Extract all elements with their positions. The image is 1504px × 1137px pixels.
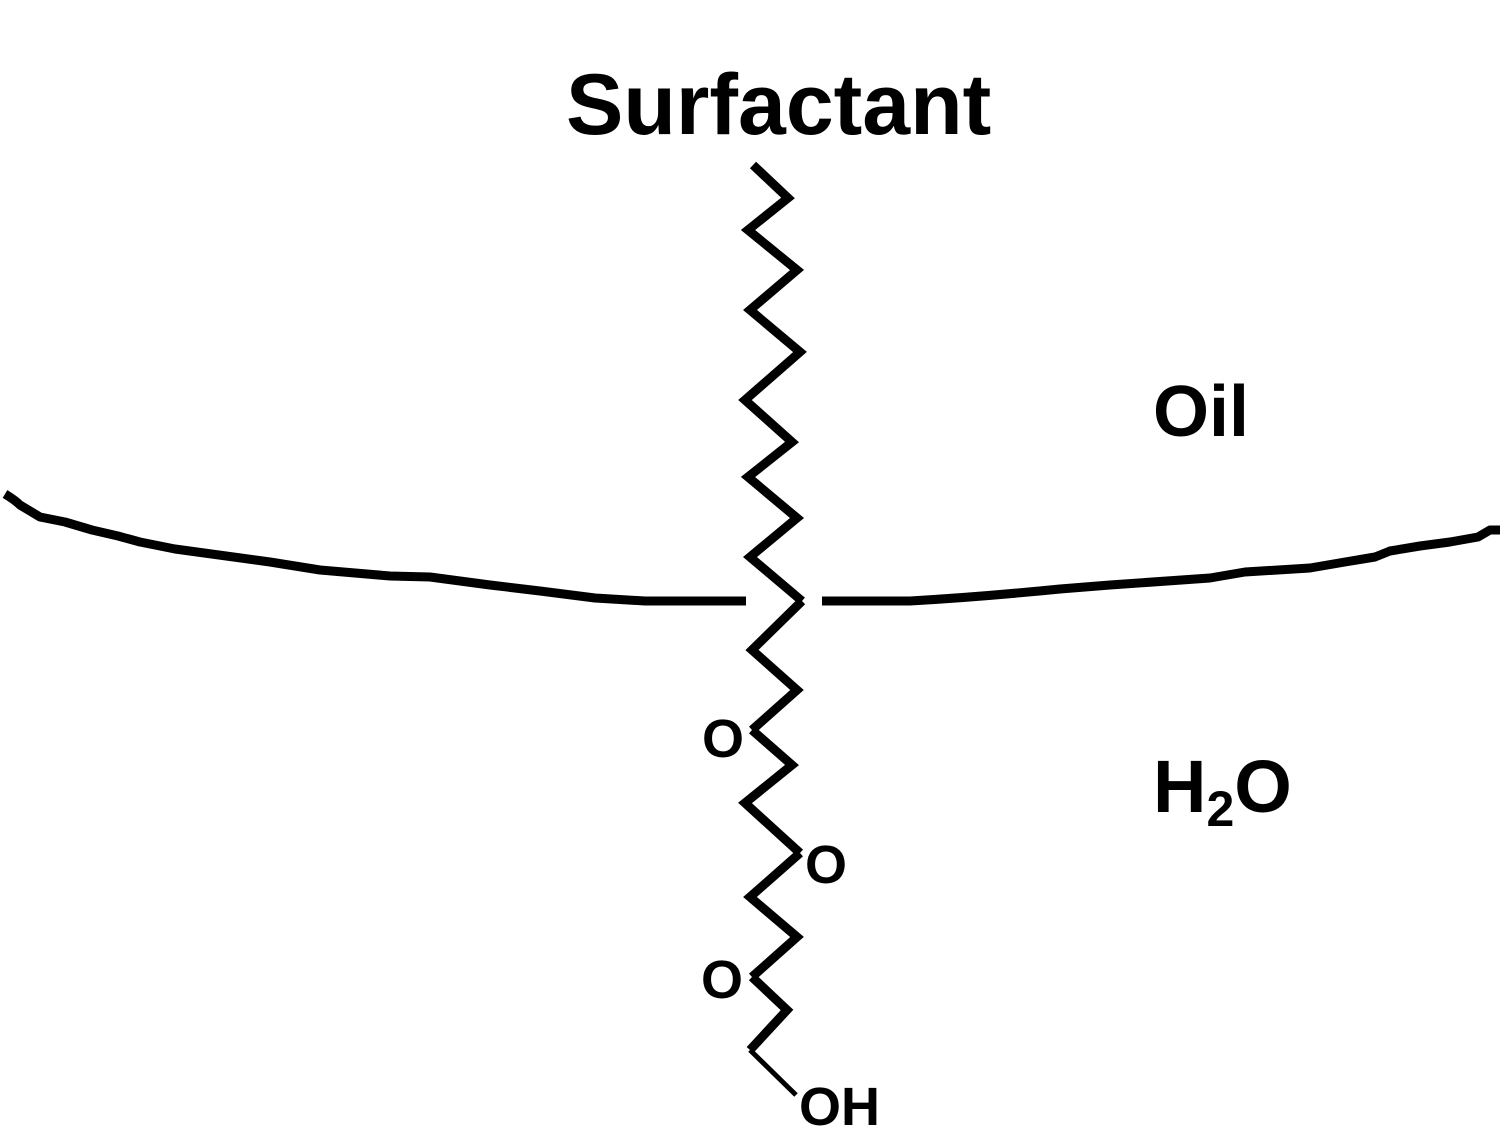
diagram-title: Surfactant xyxy=(566,57,992,153)
hydroxyl-group: OH xyxy=(799,1077,880,1137)
water-subscript: 2 xyxy=(1206,781,1235,837)
water-o: O xyxy=(1234,745,1292,828)
oxygen-atom-3: O xyxy=(701,950,744,1010)
hydrophilic-head-3 xyxy=(743,849,804,981)
interface-line-left xyxy=(2,490,746,606)
hydrophilic-head-4 xyxy=(746,973,794,1054)
water-h: H xyxy=(1153,745,1207,828)
hydrophobic-tail xyxy=(738,161,807,605)
hydroxyl-bond xyxy=(748,1048,798,1097)
oxygen-atom-2: O xyxy=(805,835,848,895)
hydrophilic-head xyxy=(745,597,806,734)
oil-phase-label: Oil xyxy=(1153,372,1250,452)
water-phase-label: H2O xyxy=(1153,750,1292,835)
hydrophilic-head-2 xyxy=(738,726,804,857)
oxygen-atom-1: O xyxy=(702,709,745,769)
interface-line-right xyxy=(822,525,1500,606)
